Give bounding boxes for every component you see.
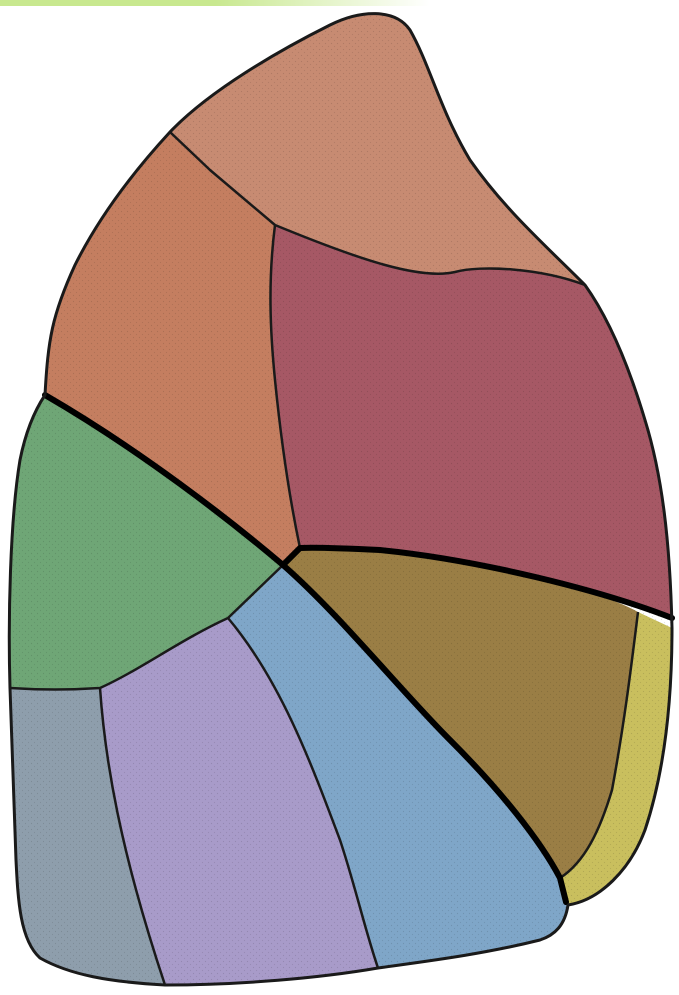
lung-segments-figure [0,0,679,995]
lung-diagram [0,0,679,995]
